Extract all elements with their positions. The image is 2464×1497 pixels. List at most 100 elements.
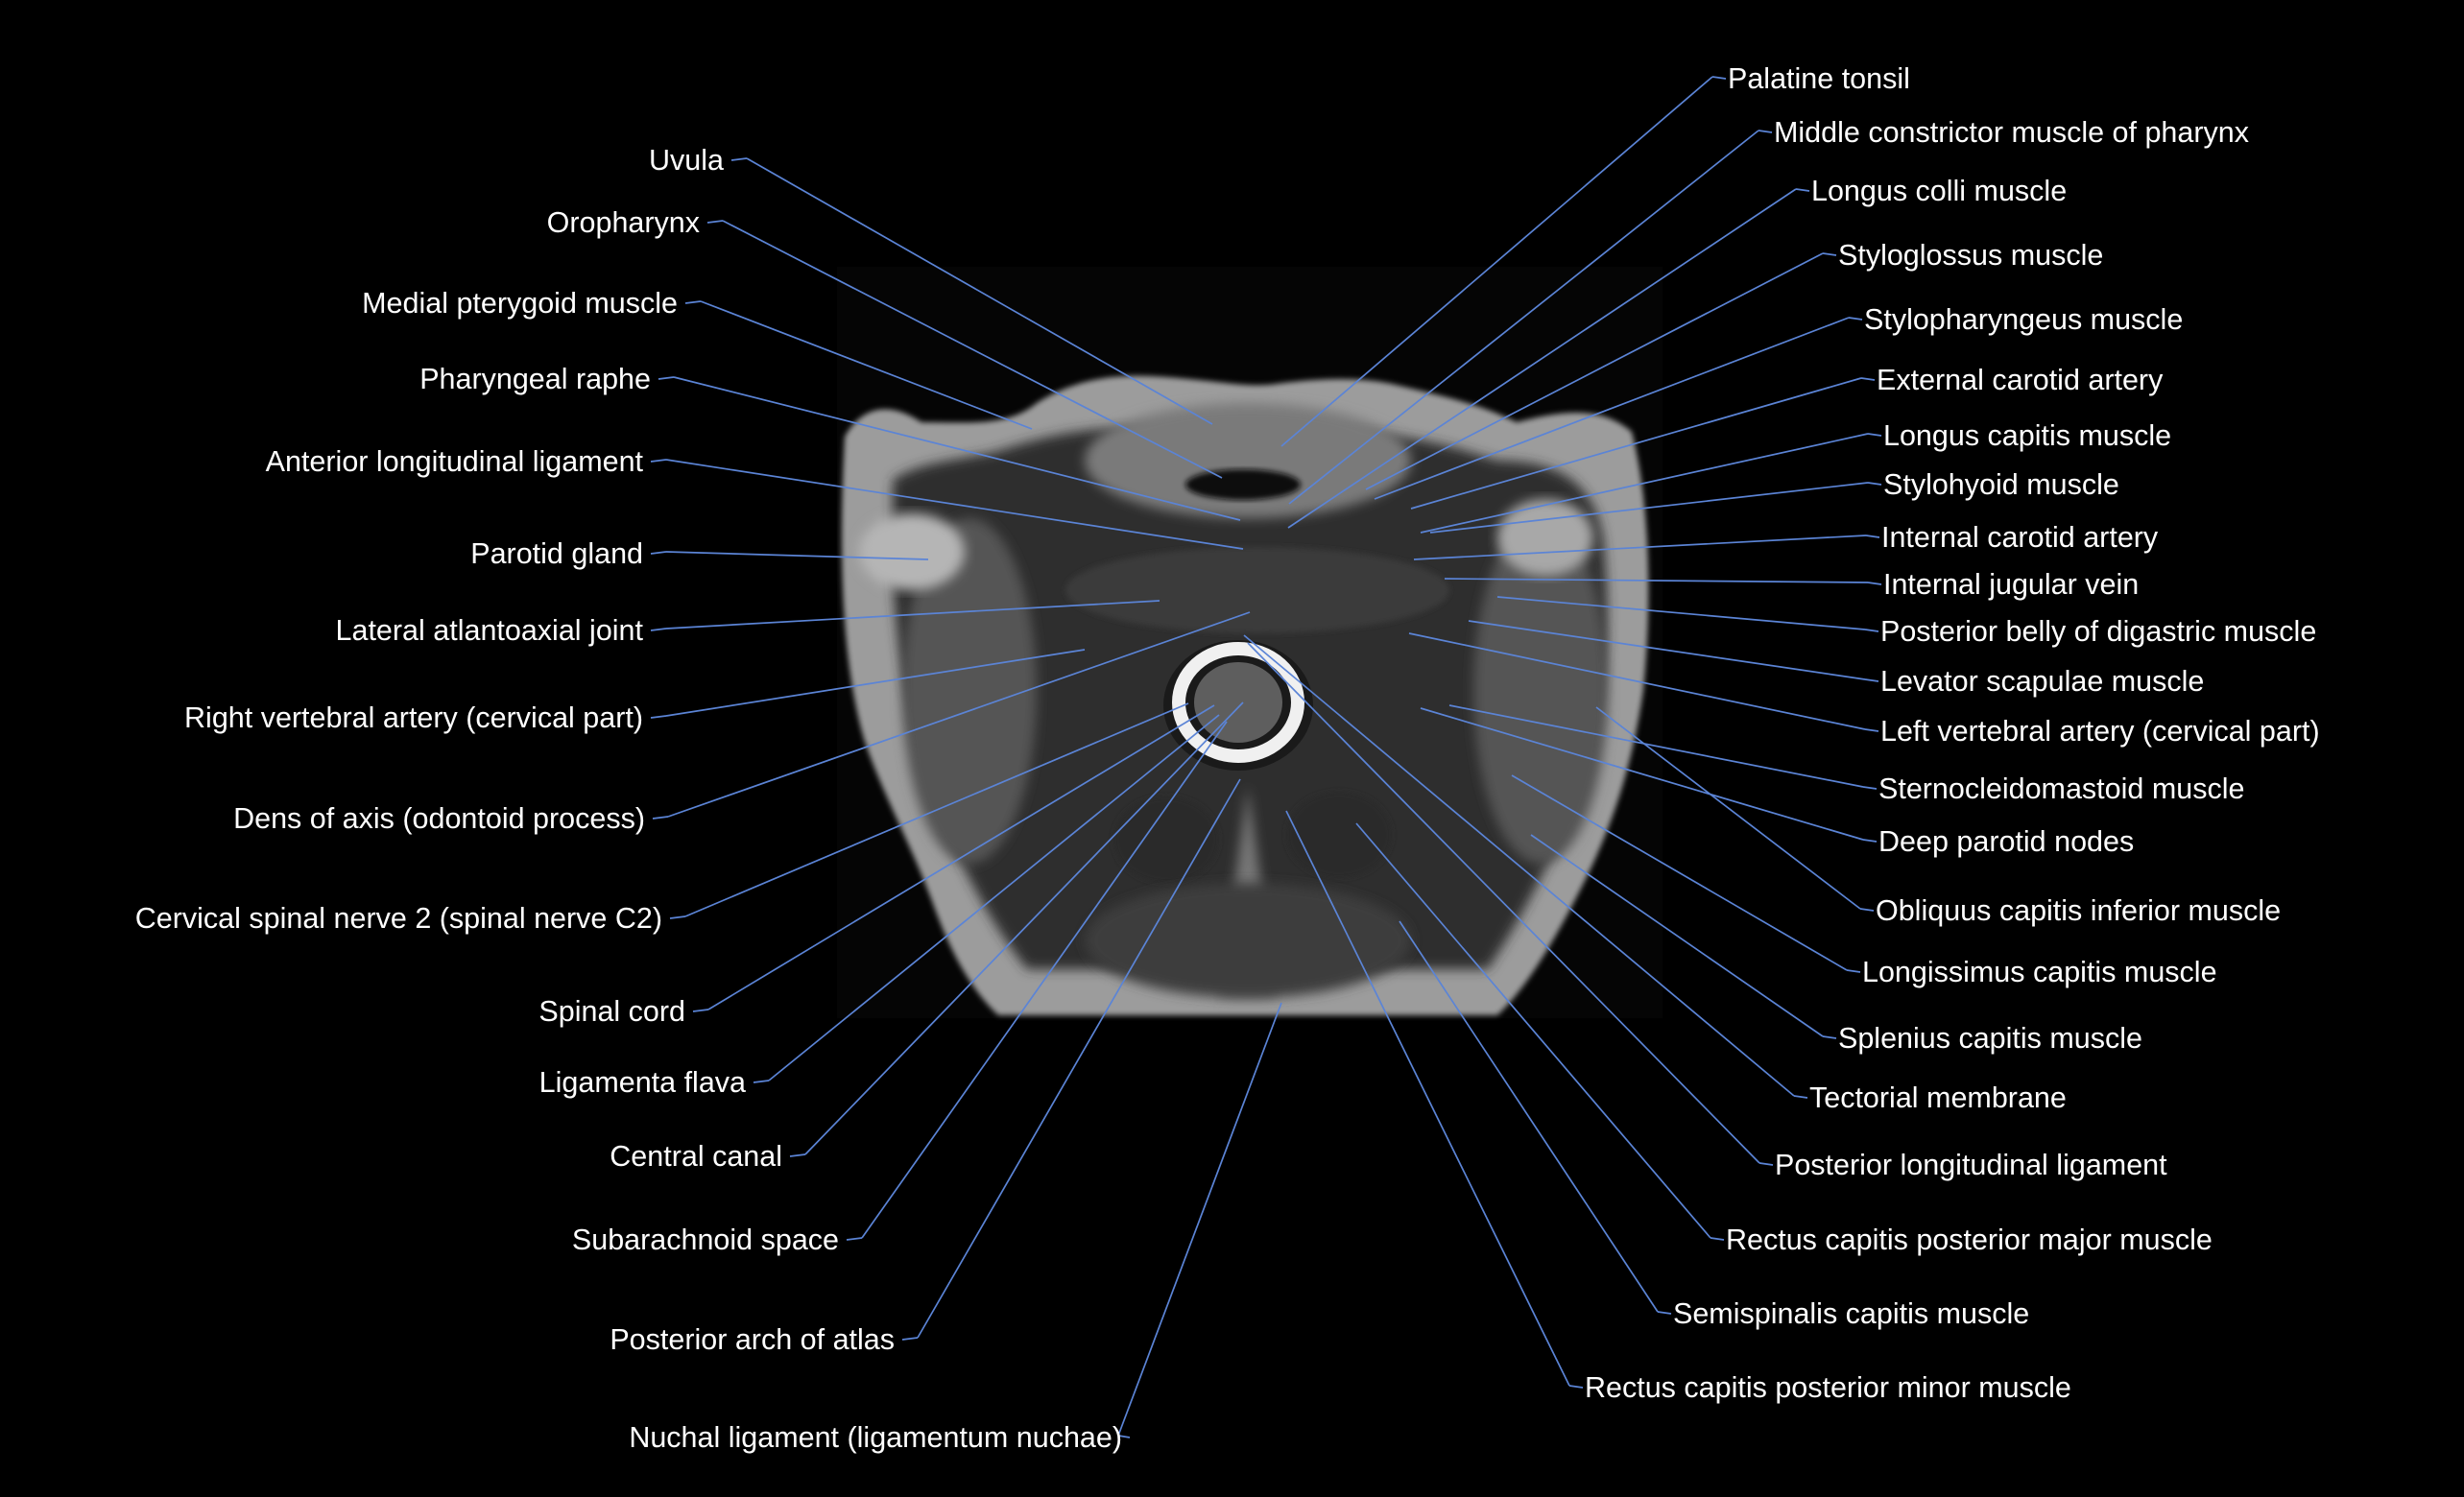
left-lateral-muscles: [902, 518, 1037, 864]
leader-line-middle-constrictor: [1288, 130, 1759, 505]
label-internal-carotid: Internal carotid artery: [1881, 521, 2159, 554]
leader-tick-internal-carotid: [1865, 535, 1880, 538]
label-rectus-capitis-posterior-minor: Rectus capitis posterior minor muscle: [1585, 1371, 2071, 1404]
leader-line-spinal-cord: [707, 704, 1215, 1010]
leader-line-stylohyoid: [1429, 482, 1869, 534]
label-deep-parotid-nodes: Deep parotid nodes: [1878, 825, 2135, 858]
label-stylohyoid: Stylohyoid muscle: [1883, 468, 2119, 501]
leader-tick-posterior-longitudinal-ligament: [1758, 1162, 1774, 1166]
leader-tick-longissimus-capitis: [1846, 969, 1861, 973]
leader-tick-external-carotid: [1860, 377, 1876, 381]
leader-line-rectus-capitis-posterior-minor: [1285, 810, 1570, 1387]
leader-tick-splenius-capitis: [1822, 1035, 1837, 1039]
leader-tick-cervical-spinal-nerve-2: [669, 915, 686, 919]
leader-tick-deep-parotid-nodes: [1862, 839, 1878, 843]
leader-tick-rectus-capitis-posterior-major: [1710, 1237, 1725, 1241]
leader-tick-dens-of-axis: [652, 816, 669, 820]
label-semispinalis-capitis: Semispinalis capitis muscle: [1673, 1297, 2030, 1330]
label-posterior-arch-of-atlas: Posterior arch of atlas: [610, 1323, 895, 1356]
leader-tick-internal-jugular: [1867, 582, 1882, 585]
leader-line-external-carotid: [1410, 377, 1862, 510]
label-sternocleidomastoid: Sternocleidomastoid muscle: [1878, 772, 2245, 805]
leader-line-longissimus-capitis: [1511, 774, 1848, 971]
leader-line-internal-jugular: [1444, 578, 1869, 583]
leader-tick-anterior-longitudinal-ligament: [650, 459, 667, 463]
label-external-carotid: External carotid artery: [1877, 364, 2164, 396]
pharynx-region: [1085, 403, 1411, 518]
leader-tick-stylohyoid: [1867, 482, 1882, 486]
leader-line-lateral-atlantoaxial-joint: [665, 600, 1160, 630]
leader-tick-pharyngeal-raphe: [658, 376, 675, 380]
label-tectorial-membrane: Tectorial membrane: [1809, 1081, 2067, 1114]
leader-tick-posterior-belly-digastric: [1864, 629, 1879, 632]
leader-line-uvula: [746, 157, 1213, 425]
leader-tick-left-vertebral-artery: [1864, 728, 1879, 732]
leader-tick-posterior-arch-of-atlas: [901, 1337, 919, 1341]
leader-line-cervical-spinal-nerve-2: [684, 702, 1189, 917]
label-right-vertebral-artery: Right vertebral artery (cervical part): [184, 701, 643, 734]
leader-line-styloglossus: [1365, 252, 1824, 490]
leader-line-sternocleidomastoid: [1448, 704, 1864, 788]
label-uvula: Uvula: [649, 144, 724, 177]
leader-tick-levator-scapulae: [1864, 678, 1879, 682]
label-obliquus-capitis-inferior: Obliquus capitis inferior muscle: [1876, 894, 2282, 927]
leader-line-rectus-capitis-posterior-major: [1355, 822, 1711, 1239]
leader-line-left-vertebral-artery: [1408, 632, 1866, 730]
label-subarachnoid-space: Subarachnoid space: [571, 1224, 839, 1256]
leader-tick-ligamenta-flava: [753, 1080, 770, 1083]
leader-tick-tectorial-membrane: [1793, 1095, 1808, 1099]
leader-line-longus-capitis: [1420, 433, 1869, 534]
leader-tick-middle-constrictor: [1758, 130, 1773, 133]
label-left-vertebral-artery: Left vertebral artery (cervical part): [1880, 715, 2320, 748]
airway: [1185, 469, 1301, 500]
label-internal-jugular: Internal jugular vein: [1883, 568, 2140, 601]
leader-tick-right-vertebral-artery: [650, 715, 667, 719]
label-spinal-cord: Spinal cord: [538, 995, 685, 1028]
leader-line-stylopharyngeus: [1374, 317, 1850, 500]
leader-tick-stylopharyngeus: [1848, 317, 1863, 321]
label-styloglossus: Styloglossus muscle: [1838, 239, 2104, 272]
label-middle-constrictor: Middle constrictor muscle of pharynx: [1774, 116, 2249, 149]
leader-tick-oropharynx: [706, 220, 724, 224]
posterior-fat: [1085, 883, 1411, 998]
leader-line-semispinalis-capitis: [1399, 920, 1659, 1313]
leader-line-posterior-longitudinal-ligament: [1247, 642, 1760, 1164]
leader-tick-medial-pterygoid: [684, 300, 702, 304]
leader-line-medial-pterygoid: [700, 300, 1033, 430]
label-longus-colli: Longus colli muscle: [1811, 175, 2068, 207]
label-posterior-belly-digastric: Posterior belly of digastric muscle: [1880, 615, 2317, 648]
leader-line-right-vertebral-artery: [665, 649, 1086, 717]
leader-line-deep-parotid-nodes: [1420, 707, 1864, 841]
leader-tick-longus-capitis: [1867, 433, 1882, 437]
leader-line-anterior-longitudinal-ligament: [665, 459, 1244, 550]
leader-tick-longus-colli: [1795, 188, 1810, 192]
leader-tick-styloglossus: [1822, 252, 1837, 256]
label-posterior-longitudinal-ligament: Posterior longitudinal ligament: [1775, 1149, 2167, 1181]
label-rectus-capitis-posterior-major: Rectus capitis posterior major muscle: [1726, 1224, 2213, 1256]
leader-tick-parotid-gland: [650, 551, 667, 555]
label-anterior-longitudinal-ligament: Anterior longitudinal ligament: [265, 445, 643, 478]
leader-line-ligamenta-flava: [768, 714, 1220, 1081]
leader-line-obliquus-capitis-inferior: [1595, 706, 1861, 910]
leader-tick-semispinalis-capitis: [1657, 1311, 1672, 1315]
right-lateral-muscles: [1473, 518, 1608, 864]
leader-tick-nuchal-ligament: [1117, 1435, 1131, 1438]
leader-line-longus-colli: [1287, 188, 1797, 529]
leader-line-posterior-arch-of-atlas: [917, 778, 1241, 1339]
label-dens-of-axis: Dens of axis (odontoid process): [233, 802, 645, 835]
leader-line-subarachnoid-space: [861, 721, 1228, 1239]
leader-line-splenius-capitis: [1530, 834, 1824, 1037]
label-medial-pterygoid: Medial pterygoid muscle: [362, 287, 678, 320]
leader-line-nuchal-ligament: [1117, 1002, 1282, 1437]
left-parotid-region: [1497, 499, 1593, 576]
leader-tick-spinal-cord: [692, 1009, 709, 1012]
label-longus-capitis: Longus capitis muscle: [1883, 419, 2172, 452]
leader-tick-subarachnoid-space: [846, 1237, 863, 1241]
leader-line-internal-carotid: [1413, 535, 1867, 560]
posterior-muscle-right: [1286, 792, 1392, 878]
leader-tick-rectus-capitis-posterior-minor: [1568, 1385, 1584, 1389]
label-splenius-capitis: Splenius capitis muscle: [1838, 1022, 2143, 1055]
leader-line-tectorial-membrane: [1243, 634, 1795, 1097]
